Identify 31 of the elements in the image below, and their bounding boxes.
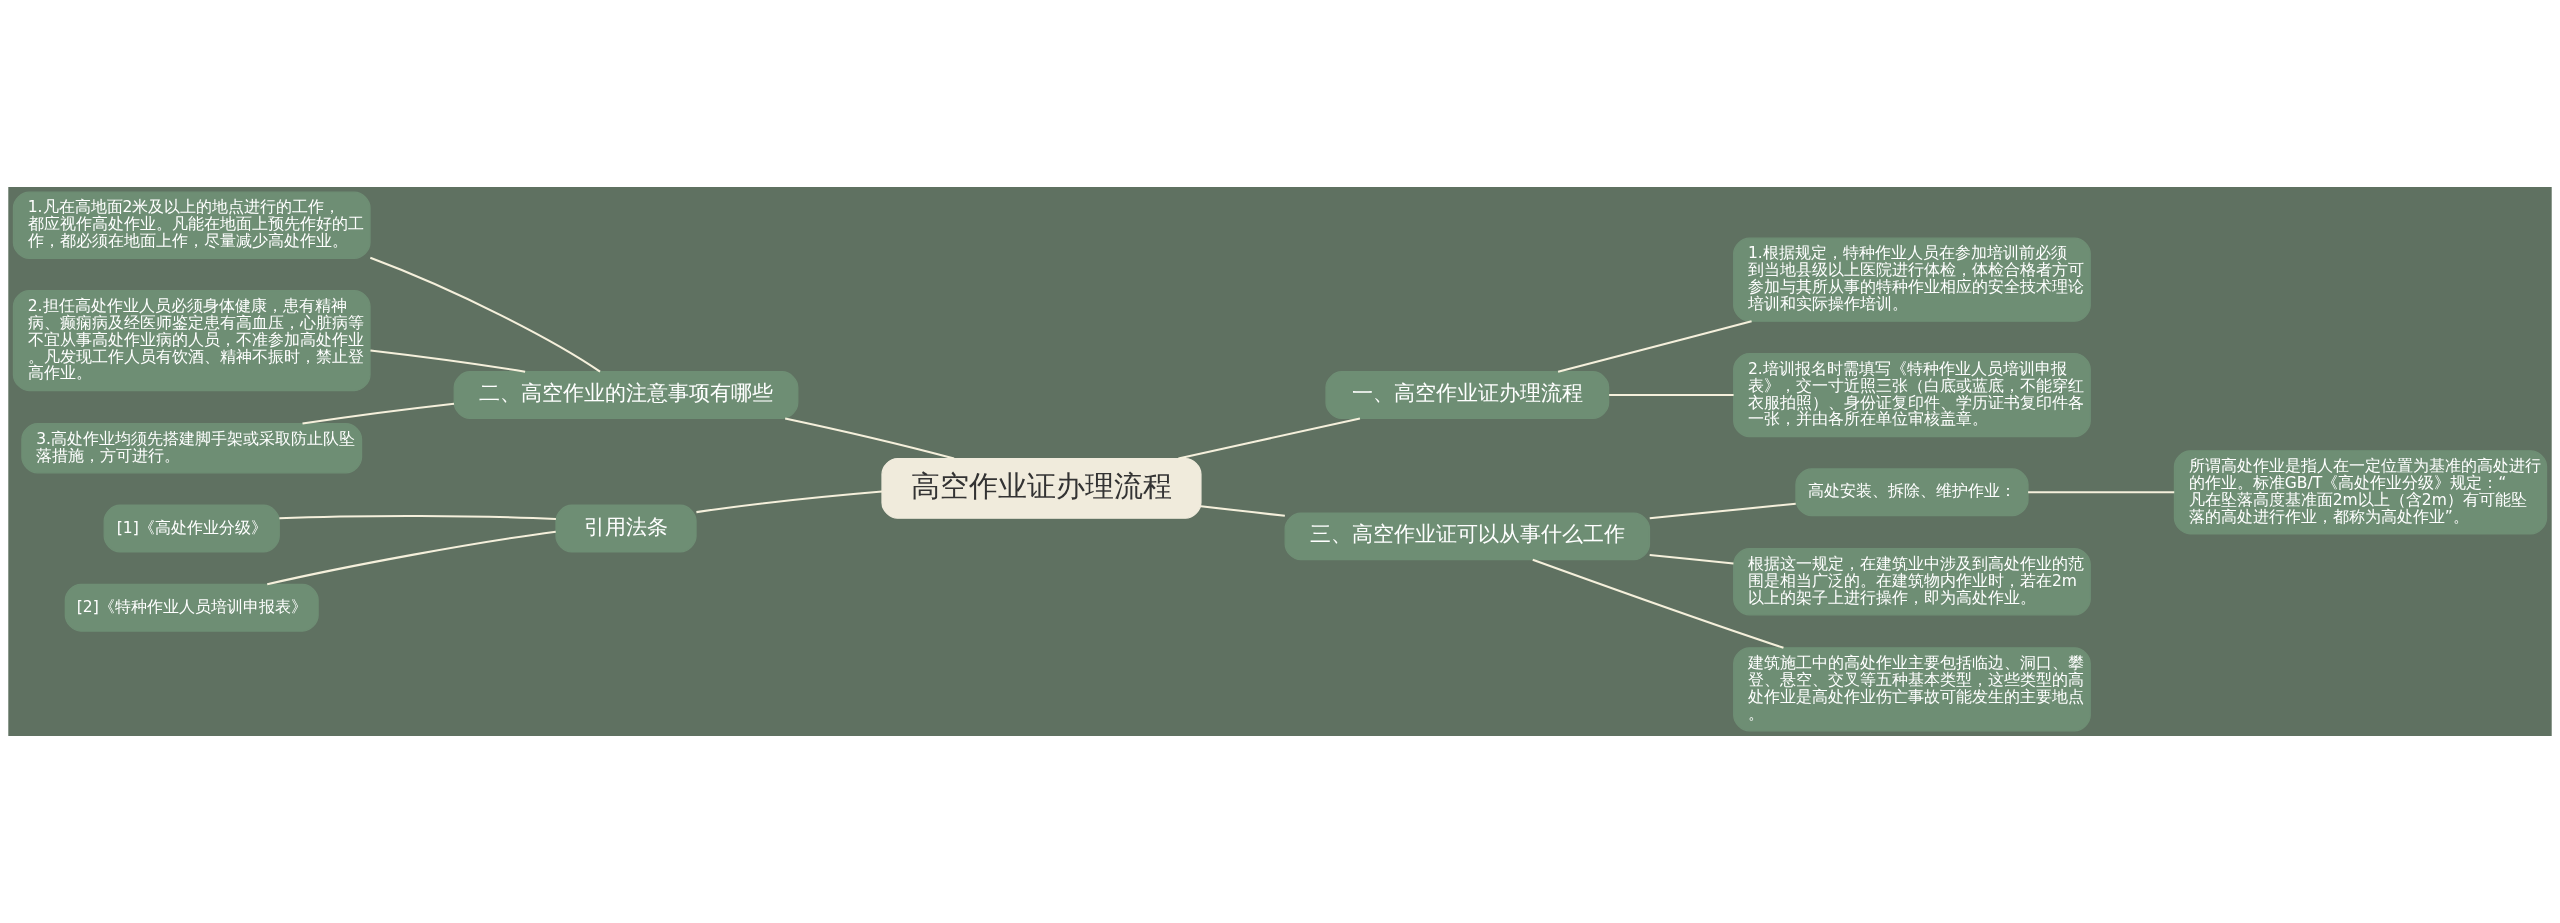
connector — [1557, 320, 1752, 373]
connector — [696, 490, 883, 514]
node-box: 2.培训报名时需填写《特种作业人员培训申报表》，交一寸近照三张（白底或蓝底，不能穿红衣服拍照）、身份证复印件、学历证书复印件各一张，并由各所在单位审核盖章。 — [1733, 352, 2091, 438]
connector — [1609, 394, 1734, 397]
connector — [784, 417, 955, 460]
connector — [279, 514, 556, 521]
connector — [1649, 502, 1796, 520]
connector — [369, 256, 601, 373]
node-box: 2.担任高处作业人员必须身体健康，患有精神病、癫痫病及经医师鉴定患有高血压，心脏病等不宜从事高处作业病的人员，不准参加高处作业。凡发现工作人员有饮酒、精神不振时，禁止登高作业。 — [12, 290, 371, 392]
node-box: 二、高空作业的注意事项有哪些 — [453, 371, 799, 420]
node-box: 所谓高处作业是指人在一定位置为基准的高处进行的作业。标准GB/T《高处作业分级》规定：“凡在坠落高度基准面2m以上（含2m）有可能坠落的高处进行作业，都称为高处作业”。 — [2173, 450, 2548, 535]
node-box: 高处安装、拆除、维护作业： — [1795, 468, 2029, 517]
connector — [302, 402, 455, 425]
node-box: 1.根据规定，特种作业人员在参加培训前必须到当地县级以上医院进行体检，体检合格者方可参加与其所从事的特种作业相应的安全技术理论培训和实际操作培训。 — [1733, 237, 2091, 322]
connector — [267, 530, 556, 586]
node-box: [1]《高处作业分级》 — [103, 504, 280, 553]
connector — [1649, 553, 1734, 565]
node-box: 三、高空作业证可以从事什么工作 — [1284, 512, 1651, 561]
node-box: 引用法条 — [555, 504, 697, 553]
connector — [1178, 417, 1361, 460]
node-box: 建筑施工中的高处作业主要包括临边、洞口、攀登、悬空、交叉等五种基本类型，这些类型的高处作业是高处作业伤亡事故可能发生的主要地点。 — [1733, 647, 2091, 732]
node-box: 1.凡在高地面2米及以上的地点进行的工作，都应视作高处作业。凡能在地面上预先作好的工作，都必须在地面上作，尽量减少高处作业。 — [12, 191, 371, 259]
connector — [1200, 505, 1285, 517]
node-box: 一、高空作业证办理流程 — [1325, 371, 1610, 420]
connector — [370, 349, 526, 373]
connector — [2028, 491, 2175, 494]
node-box: [2]《特种作业人员培训申报表》 — [64, 583, 319, 632]
node-box: 3.高处作业均须先搭建脚手架或采取防止队坠落措施，方可进行。 — [21, 422, 363, 474]
node-box: 高空作业证办理流程 — [881, 457, 1202, 519]
connector — [1532, 558, 1784, 649]
node-box: 根据这一规定，在建筑业中涉及到高处作业的范围是相当广泛的。在建筑物内作业时，若在2m以上的架子上进行操作，即为高处作业。 — [1733, 548, 2091, 616]
